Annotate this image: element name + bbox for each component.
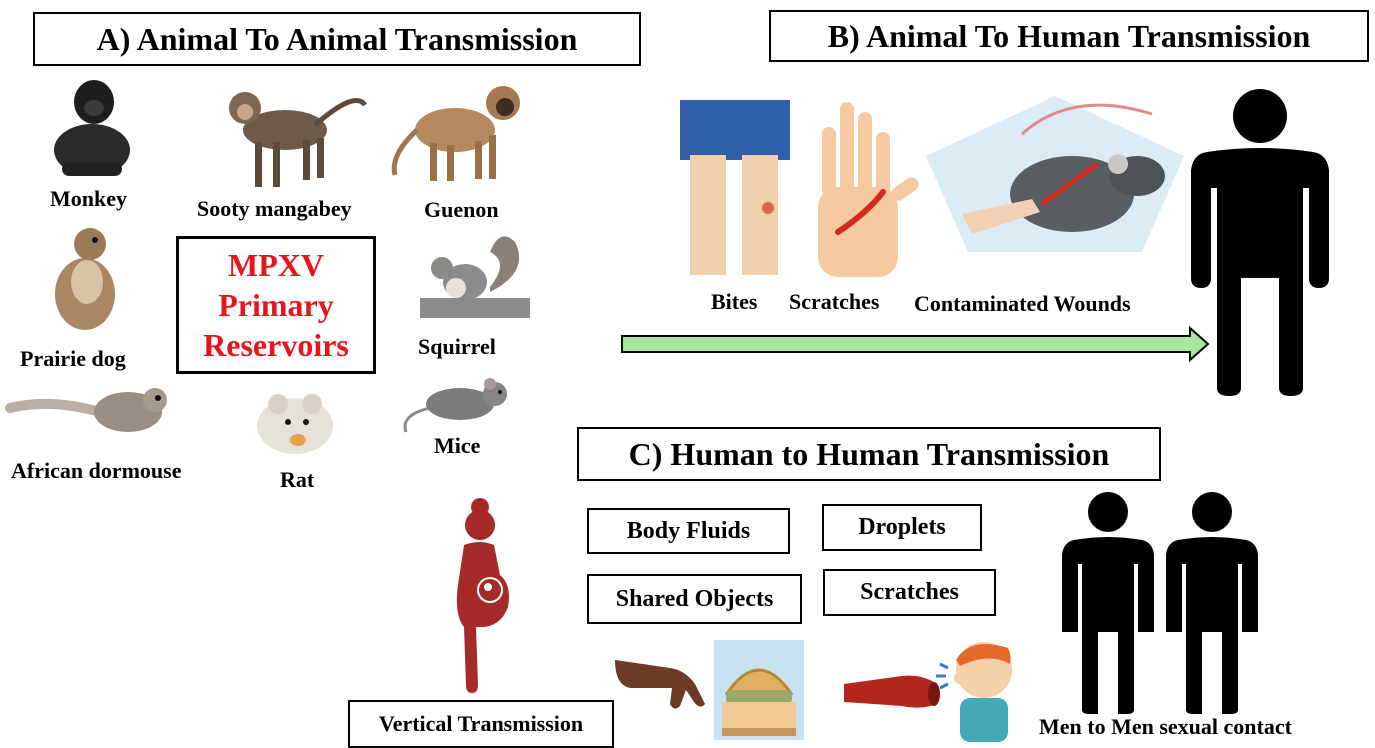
panel-c-title: C) Human to Human Transmission [577,427,1161,481]
hand-touch-image [610,640,710,718]
scratches-hand-image [798,92,923,277]
contaminated-wounds-label: Contaminated Wounds [914,291,1131,317]
prairie-dog-label: Prairie dog [20,346,126,372]
mpxv-reservoir-box: MPXV Primary Reservoirs [176,236,376,374]
guenon-label: Guenon [424,197,499,223]
bites-image [680,100,790,278]
monkey-image [42,72,142,180]
transmission-arrow [620,326,1210,362]
mice-label: Mice [434,433,480,459]
contaminated-wounds-image [922,94,1188,254]
pregnant-woman-icon [440,495,512,693]
panel-a-title: A) Animal To Animal Transmission [33,12,641,66]
droplets-box: Droplets [822,504,982,551]
guenon-image [385,75,535,185]
vertical-transmission-box: Vertical Transmission [348,700,614,748]
rat-label: Rat [280,467,314,493]
squirrel-image [420,232,530,320]
monkey-label: Monkey [50,186,127,212]
shared-objects-box: Shared Objects [587,574,802,624]
two-men-icon [1060,492,1270,714]
human-figure-icon [1185,88,1335,396]
reservoir-line-1: MPXV [228,245,324,285]
sooty-mangabey-image [215,80,365,195]
reservoir-line-2: Primary [218,285,334,325]
bites-label: Bites [711,289,757,315]
bed-image [714,640,804,740]
mice-image [400,370,520,435]
sneezing-child-image [930,634,1020,742]
squirrel-label: Squirrel [418,334,496,360]
reservoir-line-3: Reservoirs [203,325,349,365]
body-fluids-box: Body Fluids [587,508,790,554]
scratches-box: Scratches [823,569,996,616]
prairie-dog-image [45,222,125,332]
sooty-mangabey-label: Sooty mangabey [197,196,352,222]
african-dormouse-label: African dormouse [11,458,181,484]
men-to-men-label: Men to Men sexual contact [1039,714,1292,740]
rat-image [250,382,360,458]
scratches-label: Scratches [789,289,879,315]
african-dormouse-image [10,378,170,438]
blood-vessel-image [842,666,942,716]
panel-b-title: B) Animal To Human Transmission [769,10,1369,62]
